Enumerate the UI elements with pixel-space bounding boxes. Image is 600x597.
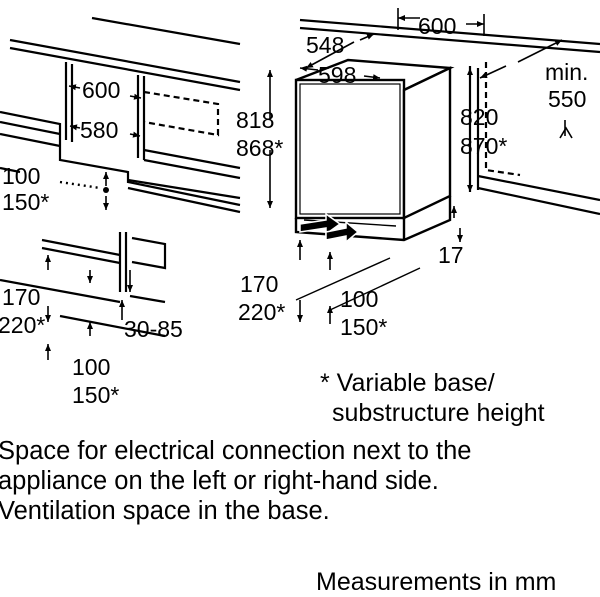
appliance-base <box>294 196 452 242</box>
niche-floor-lines <box>477 174 600 216</box>
appliance-height-label: 818 <box>236 107 274 133</box>
niche-depth-label: 550 <box>548 86 586 112</box>
niche-right-wall <box>136 75 146 160</box>
appliance-dimensions <box>267 8 573 324</box>
appliance-side <box>402 66 452 220</box>
left-section-dimensions <box>45 255 133 360</box>
plinth-line-3 <box>0 132 61 148</box>
niche-rear-dashed <box>143 90 220 137</box>
left-bottom-height-var-label: 150* <box>72 382 119 408</box>
niche-height-var-label: 870* <box>460 133 507 159</box>
appliance-door-shade <box>299 83 401 215</box>
left-section-detail <box>0 232 167 338</box>
niche-width-label: 600 <box>418 13 456 39</box>
base-vent-var-label: 150* <box>340 314 387 340</box>
section-panel <box>118 232 128 292</box>
base-vent-label: 100 <box>340 286 378 312</box>
base-height-var-label: 220* <box>238 299 285 325</box>
vent-point <box>103 187 109 193</box>
left-niche-drawing <box>0 16 241 214</box>
base-front-label: 17 <box>438 242 464 268</box>
worktop-top-right <box>299 18 600 54</box>
section-floor <box>0 278 166 338</box>
caption-line-1: Space for electrical connection next to … <box>0 437 472 465</box>
niche-bottom <box>143 148 241 180</box>
section-right <box>131 236 167 270</box>
section-top <box>41 238 121 265</box>
plinth-line-1 <box>0 110 241 207</box>
footnote-line-1: * Variable base/ <box>320 369 495 397</box>
niche-rear-dashed-right <box>484 62 521 177</box>
caption-line-2: appliance on the left or right-hand side… <box>0 467 439 495</box>
left-base-height-var-label: 220* <box>0 312 45 338</box>
niche-depth-min-label: min. <box>545 59 588 85</box>
appliance-front <box>294 78 406 220</box>
left-vent-depth-label: 30-85 <box>124 316 183 342</box>
worktop-edge <box>9 38 241 92</box>
plinth-line-2 <box>0 120 61 136</box>
left-bottom-height-label: 100 <box>72 354 110 380</box>
installation-caption: Space for electrical connection next to … <box>0 436 598 526</box>
worktop-top-edge <box>91 16 241 46</box>
appliance-width-label: 598 <box>318 62 356 88</box>
niche-width-top-label: 600 <box>82 77 120 103</box>
niche-left-wall <box>64 62 74 142</box>
left-vent-height-label: 100 <box>2 163 40 189</box>
base-height-label: 170 <box>240 271 278 297</box>
caption-line-3: Ventilation space in the base. <box>0 497 330 525</box>
ventilation-arrows <box>299 212 360 244</box>
left-base-height-label: 170 <box>2 284 40 310</box>
niche-height-label: 820 <box>460 104 498 130</box>
units-note: Measurements in mm <box>316 568 557 596</box>
appliance-height-var-label: 868* <box>236 135 283 161</box>
left-niche-dimensions <box>59 84 142 210</box>
footnote-line-2: substructure height <box>332 399 545 427</box>
floor-lines <box>0 166 241 214</box>
left-vent-height-var-label: 150* <box>2 189 49 215</box>
niche-width-inner-label: 580 <box>80 117 118 143</box>
appliance-depth-label: 548 <box>306 32 344 58</box>
